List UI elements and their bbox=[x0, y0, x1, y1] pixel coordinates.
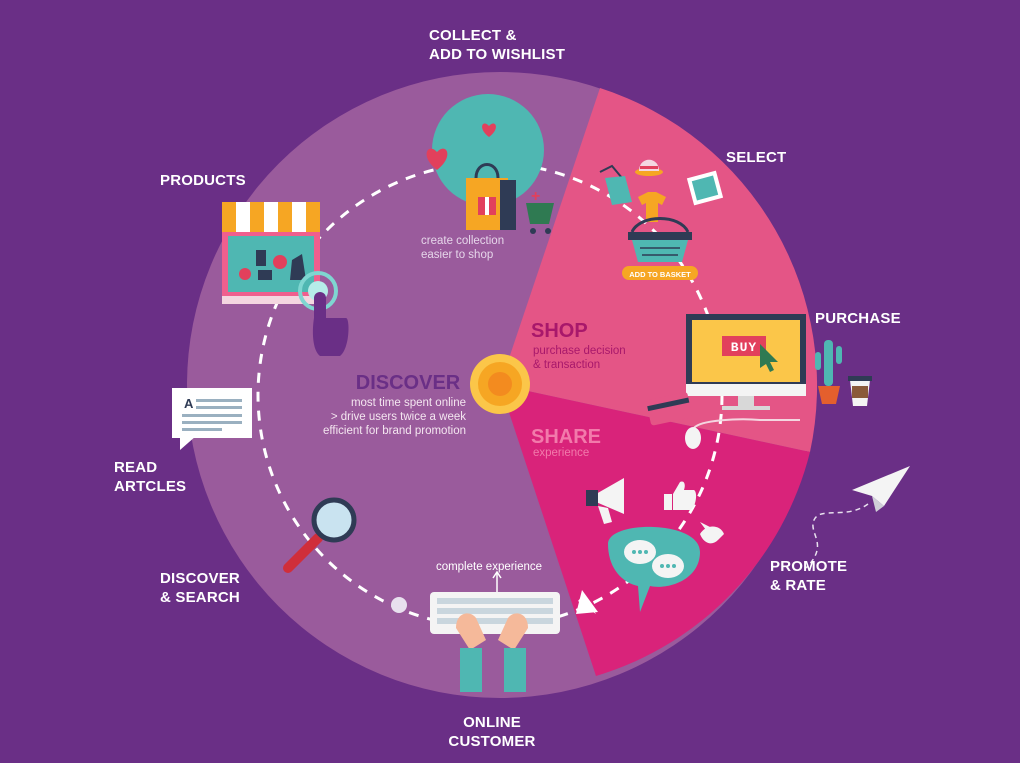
article-bubble-icon: A bbox=[172, 388, 252, 450]
stage-label-purchase: PURCHASE bbox=[815, 309, 901, 328]
stage-label-purchase-text: PURCHASE bbox=[815, 310, 901, 327]
stage-label-collect: COLLECT & ADD TO WISHLIST bbox=[429, 26, 565, 64]
buy-button-label: BUY bbox=[731, 340, 757, 355]
stage-label-select-text: SELECT bbox=[726, 149, 787, 166]
stage-label-online: ONLINE CUSTOMER bbox=[0, 713, 984, 751]
wishlist-note-line-2: easier to shop bbox=[421, 249, 493, 261]
wishlist-illustration: + bbox=[426, 94, 554, 234]
cactus-icon bbox=[815, 340, 842, 404]
discover-line-1: most time spent online bbox=[351, 397, 466, 409]
buy-button bbox=[722, 336, 766, 356]
center-hub bbox=[470, 354, 530, 414]
stage-label-online-line-2: CUSTOMER bbox=[448, 733, 536, 750]
tshirt-icon bbox=[638, 192, 666, 222]
wishlist-note-line-1: create collection bbox=[421, 235, 504, 247]
shopping-cart-icon: + bbox=[526, 188, 554, 234]
mouse-icon bbox=[685, 418, 800, 449]
coffee-cup-icon bbox=[848, 376, 872, 406]
stage-label-promote-line-1: PROMOTE bbox=[770, 558, 848, 575]
svg-text:+: + bbox=[531, 188, 540, 205]
complete-arrow-head bbox=[492, 570, 502, 579]
chat-bubble-icon bbox=[608, 526, 700, 612]
stage-label-read: READ ARTCLES bbox=[114, 458, 186, 496]
magnifier-icon bbox=[283, 497, 357, 573]
stage-label-collect-line-1: COLLECT & bbox=[429, 27, 517, 44]
bird-icon bbox=[700, 522, 724, 544]
package-icon bbox=[686, 170, 724, 206]
hanger-dress-icon bbox=[599, 164, 632, 205]
stage-label-select: SELECT bbox=[726, 148, 786, 167]
desktop-monitor-icon: BUY bbox=[686, 314, 806, 410]
hat-icon bbox=[635, 159, 663, 176]
shop-title: SHOP bbox=[531, 320, 588, 342]
stage-label-products: PRODUCTS bbox=[160, 171, 246, 190]
shop-storefront-icon bbox=[222, 202, 320, 304]
cursor-icon bbox=[760, 344, 778, 372]
keyboard-icon bbox=[430, 592, 560, 634]
stage-label-promote-line-2: & RATE bbox=[770, 577, 826, 594]
shopping-bag-icon bbox=[466, 163, 516, 230]
journey-arrow-tip bbox=[576, 590, 598, 614]
complete-experience-note: complete experience bbox=[436, 561, 542, 573]
pointing-hand-icon bbox=[312, 292, 349, 356]
discover-line-3: efficient for brand promotion bbox=[323, 425, 466, 437]
stage-label-online-line-1: ONLINE bbox=[463, 714, 521, 731]
megaphone-icon bbox=[586, 478, 624, 524]
discover-title: DISCOVER bbox=[356, 372, 461, 394]
discover-line-2: > drive users twice a week bbox=[331, 411, 466, 423]
share-subtitle: experience bbox=[533, 447, 589, 459]
stage-label-read-line-1: READ bbox=[114, 459, 158, 476]
journey-start-dot bbox=[391, 597, 407, 613]
paper-plane-icon bbox=[805, 466, 910, 569]
heart-icon bbox=[482, 123, 496, 137]
credit-card-icon bbox=[646, 392, 692, 426]
shop-line-2: & transaction bbox=[533, 359, 600, 371]
add-to-basket-label: ADD TO BASKET bbox=[629, 270, 691, 279]
thumbs-up-icon bbox=[664, 481, 697, 510]
shopping-basket-icon bbox=[628, 217, 692, 262]
heart-icon bbox=[426, 148, 448, 170]
stage-label-discover-search-line-2: & SEARCH bbox=[160, 589, 240, 606]
stage-label-collect-line-2: ADD TO WISHLIST bbox=[429, 46, 566, 63]
stage-label-discover-search-line-1: DISCOVER bbox=[160, 570, 240, 587]
shop-line-1: purchase decision bbox=[533, 345, 626, 357]
stage-label-read-line-2: ARTCLES bbox=[114, 478, 187, 495]
stage-label-products-text: PRODUCTS bbox=[160, 172, 246, 189]
stage-label-discover-search: DISCOVER & SEARCH bbox=[160, 569, 240, 607]
select-illustration: ADD TO BASKET bbox=[599, 159, 724, 280]
typing-hands-icon bbox=[456, 613, 528, 692]
share-title: SHARE bbox=[531, 426, 601, 448]
stage-label-promote: PROMOTE & RATE bbox=[770, 557, 847, 595]
add-to-basket-button bbox=[622, 266, 698, 280]
svg-text:A: A bbox=[184, 396, 194, 411]
